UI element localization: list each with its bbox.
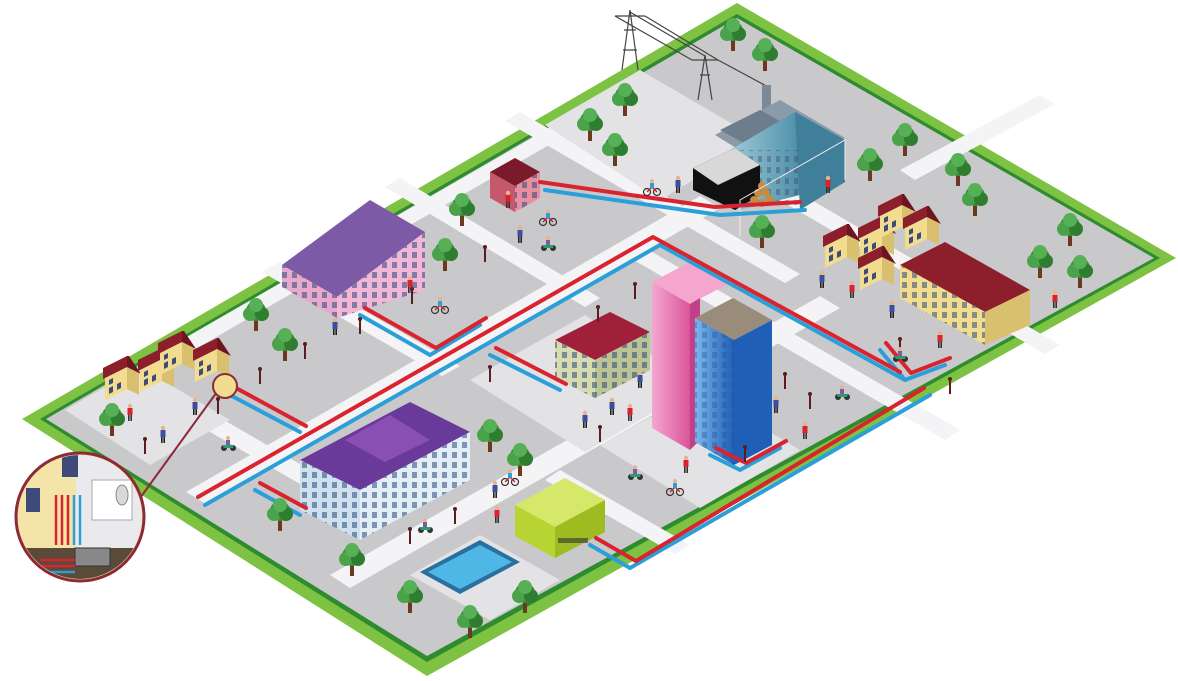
factory-icon [693, 85, 846, 236]
power-pylon-icon [614, 9, 771, 101]
swimming-pool-icon [420, 540, 520, 594]
school-building [555, 312, 650, 398]
district-heating-network [196, 180, 952, 570]
apartment-block-cream [900, 242, 1030, 345]
office-tower-icon [652, 262, 772, 465]
town-hall-building [300, 402, 470, 540]
office-block-violet [282, 200, 425, 318]
sports-hall [515, 478, 605, 558]
